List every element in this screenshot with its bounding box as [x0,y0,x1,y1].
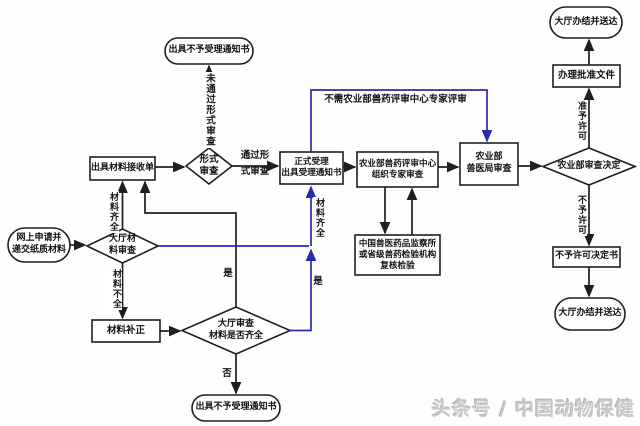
hall-completeness-check-shape [179,306,293,355]
node-shapes [7,6,638,422]
reject-notice-bottom-shape [191,394,281,422]
blue-connectors [158,89,493,332]
formal-accept-shape [279,151,344,185]
deny-decision-shape [552,246,621,268]
reject-notice-top-shape [164,37,254,65]
start-shape [7,227,71,263]
finish-delivery-top-shape [549,6,623,39]
recheck-inspection-shape [354,234,441,276]
material-correction-shape [91,319,161,343]
moa-decision-shape [540,147,638,186]
vet-bureau-review-shape [459,142,519,186]
form-review-shape [184,146,234,186]
hall-material-review-shape [85,228,160,264]
issue-receipt-shape [89,156,156,181]
watermark-text: 头条号 / 中国动物保健 [431,398,635,420]
black-connectors [70,38,595,395]
approval-document-shape [552,64,621,88]
finish-delivery-bottom-shape [554,297,626,331]
evaluation-center-shape [356,151,439,188]
